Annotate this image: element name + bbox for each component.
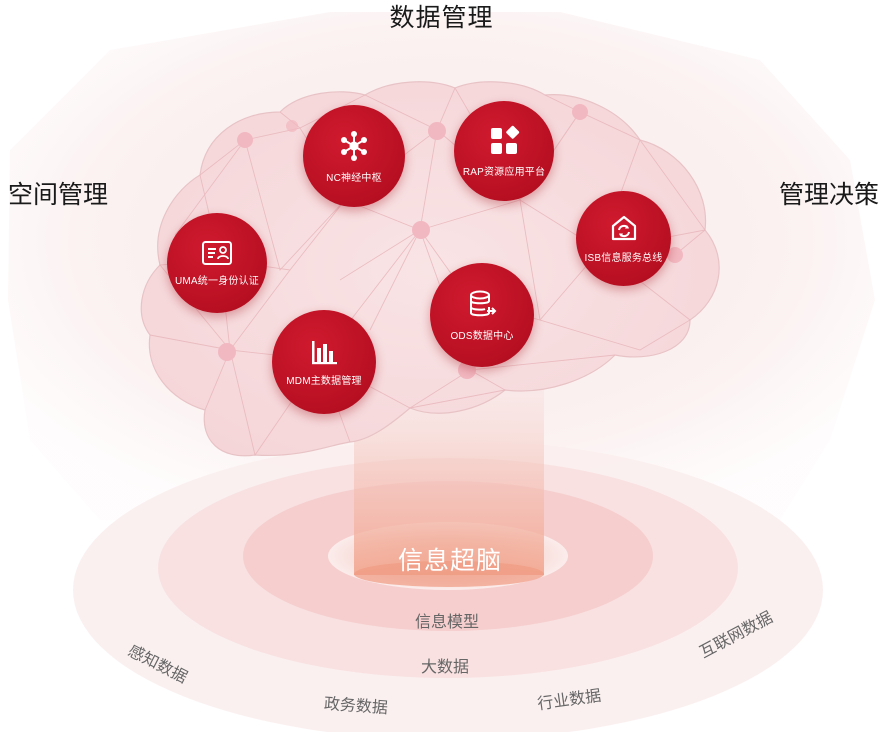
node-ods-label: ODS数据中心 [450, 330, 514, 342]
ring-label-info-model: 信息模型 [415, 614, 480, 631]
node-ods[interactable]: ODS数据中心 [430, 263, 534, 367]
bar-chart-icon [312, 340, 337, 364]
node-uma-label: UMA统一身份认证 [174, 275, 260, 287]
title-management-decision: 管理决策 [778, 181, 879, 209]
node-nc-label: NC神经中枢 [326, 172, 382, 184]
node-isb[interactable]: ISB信息服务总线 [576, 191, 671, 286]
ring-label-government-data: 政务数据 [323, 695, 389, 718]
database-icon [470, 290, 497, 316]
app-grid-icon [491, 125, 520, 154]
node-rap-label: RAP资源应用平台 [462, 166, 546, 178]
node-rap[interactable]: RAP资源应用平台 [454, 101, 554, 201]
node-nc[interactable]: NC神经中枢 [303, 105, 405, 207]
node-isb-label: ISB信息服务总线 [584, 253, 663, 264]
brain-mesh-dots [218, 104, 683, 379]
node-mdm[interactable]: MDM主数据管理 [272, 310, 376, 414]
node-uma[interactable]: UMA统一身份认证 [167, 213, 267, 313]
ring-label-big-data: 大数据 [421, 659, 470, 676]
refresh-house-icon [611, 215, 636, 241]
title-space-management: 空间管理 [8, 181, 109, 209]
network-hub-icon [341, 130, 367, 161]
id-card-icon [202, 240, 232, 265]
node-mdm-label: MDM主数据管理 [286, 375, 362, 387]
center-label: 信息超脑 [397, 547, 502, 575]
title-data-management: 数据管理 [389, 4, 494, 32]
